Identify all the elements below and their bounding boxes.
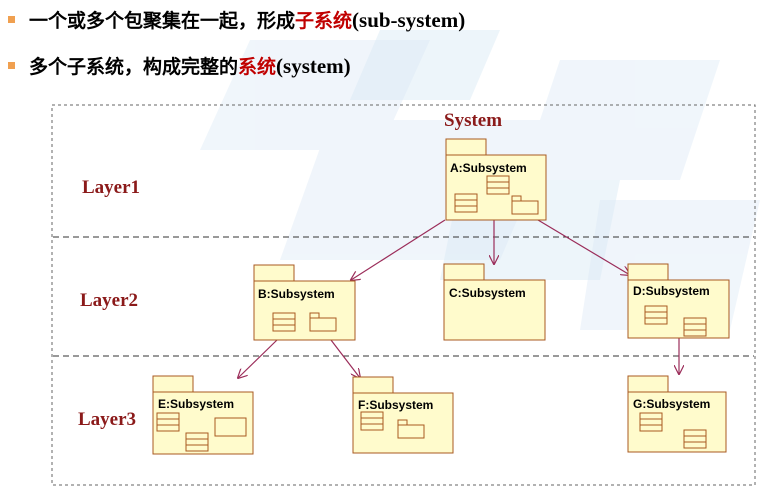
dependency-arrows bbox=[238, 219, 679, 378]
arrow-a-to-b bbox=[351, 219, 446, 280]
bullet-2-highlight: 系统 bbox=[238, 55, 277, 78]
bullet-item-2: 多个子系统，构成完整的系统(system) bbox=[8, 50, 351, 80]
arrow-b-to-e bbox=[238, 339, 278, 378]
package-d[interactable]: D:Subsystem bbox=[627, 263, 730, 339]
package-g[interactable]: G:Subsystem bbox=[627, 375, 727, 453]
package-e-name: E:Subsystem bbox=[158, 397, 234, 411]
package-g-name: G:Subsystem bbox=[633, 397, 710, 411]
bullet-square-icon bbox=[8, 15, 15, 23]
package-a[interactable]: A:Subsystem bbox=[445, 138, 547, 221]
bullet-2-text: 多个子系统，构成完整的 bbox=[29, 55, 239, 78]
layer-label-2: Layer2 bbox=[80, 290, 138, 311]
layer-label-1: Layer1 bbox=[82, 177, 140, 198]
package-b[interactable]: B:Subsystem bbox=[253, 264, 356, 341]
package-e[interactable]: E:Subsystem bbox=[152, 375, 254, 455]
package-a-name: A:Subsystem bbox=[450, 161, 527, 175]
arrow-b-to-f bbox=[330, 339, 360, 378]
package-b-name: B:Subsystem bbox=[258, 287, 335, 301]
package-d-name: D:Subsystem bbox=[633, 284, 710, 298]
system-title: System bbox=[444, 110, 502, 131]
bullet-item-1: 一个或多个包聚集在一起，形成子系统(sub-system) bbox=[8, 4, 465, 34]
bullet-1-text: 一个或多个包聚集在一起，形成 bbox=[29, 9, 296, 32]
bullet-2-suffix: (system) bbox=[276, 53, 351, 78]
package-c-name: C:Subsystem bbox=[449, 286, 526, 300]
layer-label-3: Layer3 bbox=[78, 409, 136, 430]
package-f[interactable]: F:Subsystem bbox=[352, 376, 454, 454]
system-boundary bbox=[51, 104, 756, 486]
package-f-name: F:Subsystem bbox=[358, 398, 433, 412]
package-c[interactable]: C:Subsystem bbox=[443, 263, 546, 341]
bullet-1-suffix: (sub-system) bbox=[352, 7, 466, 32]
arrow-a-to-d bbox=[537, 219, 630, 275]
bullet-square-icon bbox=[8, 61, 15, 69]
bullet-1-highlight: 子系统 bbox=[295, 9, 353, 32]
